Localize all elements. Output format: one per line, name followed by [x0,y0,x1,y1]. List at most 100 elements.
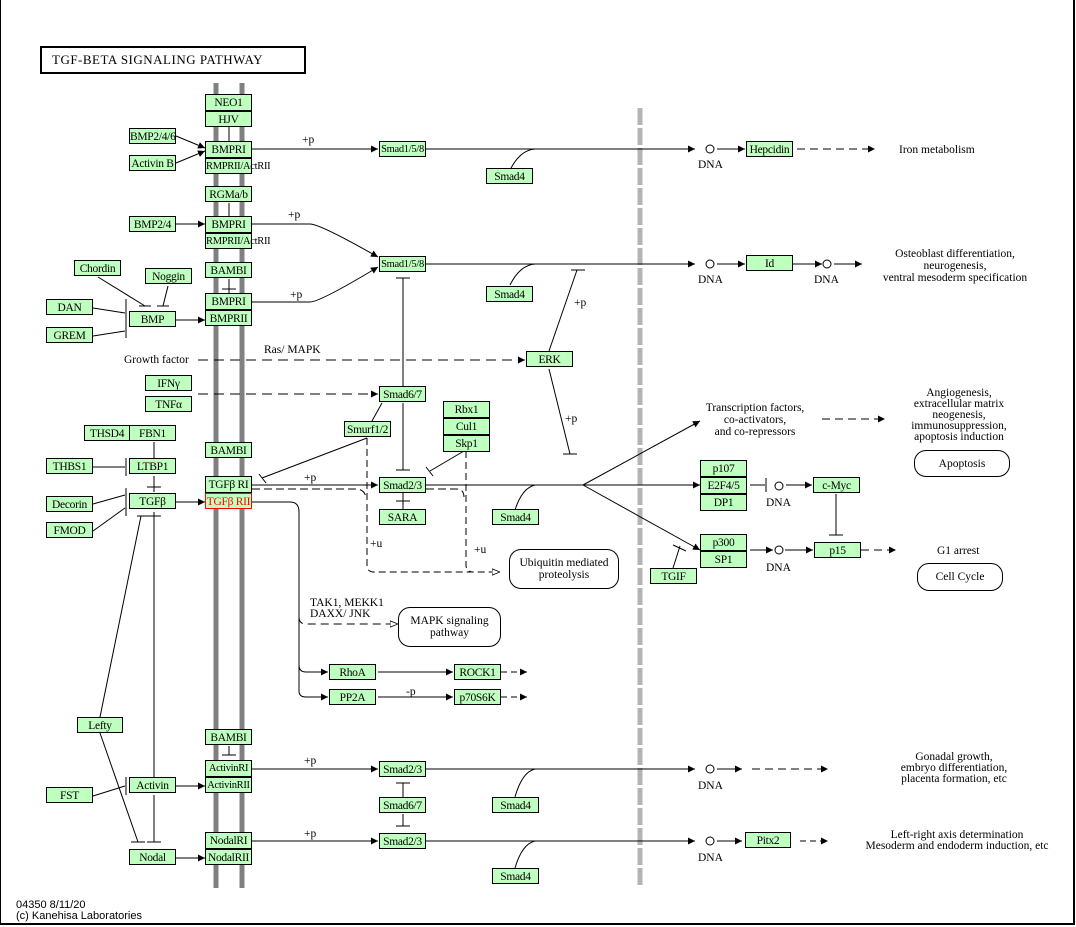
gene-smad4[interactable]: Smad4 [492,868,539,884]
gene-p70s6k[interactable]: p70S6K [454,689,501,705]
gene-nodalri[interactable]: NodalRI [205,832,252,849]
dna-label: DNA [766,497,791,509]
gene-bmprii[interactable]: BMPRII [205,310,252,326]
gene-bambi[interactable]: BAMBI [205,729,252,745]
gene-bmprii-actrii[interactable]: RMPRII/ActRII [205,158,271,174]
gene-rbx1[interactable]: Rbx1 [443,401,490,418]
gene-p15[interactable]: p15 [814,542,861,558]
gene-fmod[interactable]: FMOD [46,522,93,538]
phospho-label: +p [288,209,301,221]
gene-c-myc[interactable]: c-Myc [813,477,860,493]
gene-activinrii[interactable]: ActivinRII [205,777,252,793]
gene-bmpri[interactable]: BMPRI [205,293,252,310]
gene-sara[interactable]: SARA [379,509,426,525]
dna-label: DNA [698,159,723,171]
gene-bmprii-actrii[interactable]: RMPRII/ActRII [205,233,271,249]
gene-fst[interactable]: FST [46,787,93,803]
gene-p107[interactable]: p107 [700,460,747,477]
phospho-label: +p [290,289,303,301]
gene-id[interactable]: Id [746,255,793,271]
ubiquitination-label: +u [370,538,383,550]
gene-pp2a[interactable]: PP2A [329,689,376,705]
gene-thbs1[interactable]: THBS1 [46,458,93,474]
gene-smad23[interactable]: Smad2/3 [379,833,426,849]
gene-hepcidin[interactable]: Hepcidin [746,141,793,157]
gene-smad4[interactable]: Smad4 [486,286,533,302]
gene-tgfbrii-highlighted[interactable]: TGFβ RII [205,493,252,509]
gene-smad158[interactable]: Smad1/5/8 [379,256,426,272]
gene-chordin[interactable]: Chordin [74,260,121,276]
gene-e2f45[interactable]: E2F4/5 [700,477,747,494]
osteoblast-outcome-label: Osteoblast differentiation, neurogenesis… [882,248,1028,284]
gene-noggin[interactable]: Noggin [145,268,192,284]
gene-lefty[interactable]: Lefty [77,717,123,733]
gene-smad67[interactable]: Smad6/7 [379,797,426,813]
gene-ltbp1[interactable]: LTBP1 [129,458,176,474]
ras-mapk-label: Ras/ MAPK [264,344,321,356]
gene-bmp24[interactable]: BMP2/4 [129,216,176,232]
phospho-label: +p [302,134,315,146]
map-apoptosis[interactable]: Apoptosis [914,450,1010,477]
gene-rgma[interactable]: RGMa/b [205,186,252,202]
gene-smad23[interactable]: Smad2/3 [379,477,426,493]
gene-activin-b[interactable]: Activin B [129,155,176,171]
pathway-title: TGF-BETA SIGNALING PATHWAY [40,46,306,74]
gonadal-outcome-label: Gonadal growth, embryo differentiation, … [900,751,1008,785]
gene-tgfbri[interactable]: TGFβ RI [205,476,252,493]
g1-arrest-label: G1 arrest [937,545,980,557]
map-mapk-signaling[interactable]: MAPK signaling pathway [398,607,501,647]
dna-label: DNA [814,274,839,286]
gene-decorin[interactable]: Decorin [46,496,93,512]
gene-bmp[interactable]: BMP [129,311,176,327]
growth-factor-label: Growth factor [124,354,189,366]
dna-circles [705,144,832,846]
gene-tgfb[interactable]: TGFβ [129,493,176,509]
iron-metabolism-label: Iron metabolism [899,144,975,156]
gene-smad4[interactable]: Smad4 [486,168,533,184]
gene-smad158[interactable]: Smad1/5/8 [379,141,426,157]
gene-bmpri[interactable]: BMPRI [205,216,252,233]
transcription-factors-label: Transcription factors, co-activators, an… [705,402,805,438]
gene-activinri[interactable]: ActivinRI [205,760,252,777]
gene-nodalrii[interactable]: NodalRII [205,849,252,865]
footer: 04350 8/11/20 (c) Kanehisa Laboratories [16,900,142,922]
gene-dan[interactable]: DAN [46,299,93,315]
gene-smad4[interactable]: Smad4 [492,797,539,813]
gene-hjv[interactable]: HJV [205,111,252,127]
gene-ifng[interactable]: IFNγ [145,375,192,391]
gene-bambi[interactable]: BAMBI [205,442,252,458]
daxx-jnk-label: DAXX/ JNK [310,608,371,620]
map-ubiquitin-proteolysis[interactable]: Ubiquitin mediated proteolysis [509,549,619,589]
left-right-outcome-label: Left-right axis determination Mesoderm a… [865,829,1049,852]
gene-bmpri[interactable]: BMPRI [205,141,252,158]
gene-sp1[interactable]: SP1 [700,551,747,568]
dephospho-label: -p [406,686,416,698]
gene-smad67[interactable]: Smad6/7 [379,386,426,402]
gene-bambi[interactable]: BAMBI [205,262,252,278]
gene-smurf12[interactable]: Smurf1/2 [344,421,391,437]
gene-rhoa[interactable]: RhoA [329,664,376,680]
gene-erk[interactable]: ERK [526,351,573,367]
map-cell-cycle[interactable]: Cell Cycle [917,563,1003,591]
gene-smad4[interactable]: Smad4 [492,509,539,525]
gene-tnfa[interactable]: TNFα [145,396,192,412]
gene-grem[interactable]: GREM [46,327,93,343]
gene-dp1[interactable]: DP1 [700,494,747,511]
gene-p300[interactable]: p300 [700,534,747,551]
gene-rock1[interactable]: ROCK1 [454,664,501,680]
gene-neo1[interactable]: NEO1 [205,94,252,111]
phospho-label: +p [304,755,317,767]
gene-pitx2[interactable]: Pitx2 [745,832,791,848]
gene-smad23[interactable]: Smad2/3 [379,761,426,777]
gene-thsd4[interactable]: THSD4 [84,425,130,441]
gene-cul1[interactable]: Cul1 [443,418,490,435]
gene-fbn1[interactable]: FBN1 [129,425,176,441]
phospho-label: +p [565,413,578,425]
gene-activin[interactable]: Activin [129,777,176,793]
gene-bmp246[interactable]: BMP2/4/6 [129,128,176,144]
dna-label: DNA [766,562,791,574]
gene-tgif[interactable]: TGIF [650,568,697,584]
gene-nodal[interactable]: Nodal [129,849,176,865]
gene-skp1[interactable]: Skp1 [443,435,490,452]
